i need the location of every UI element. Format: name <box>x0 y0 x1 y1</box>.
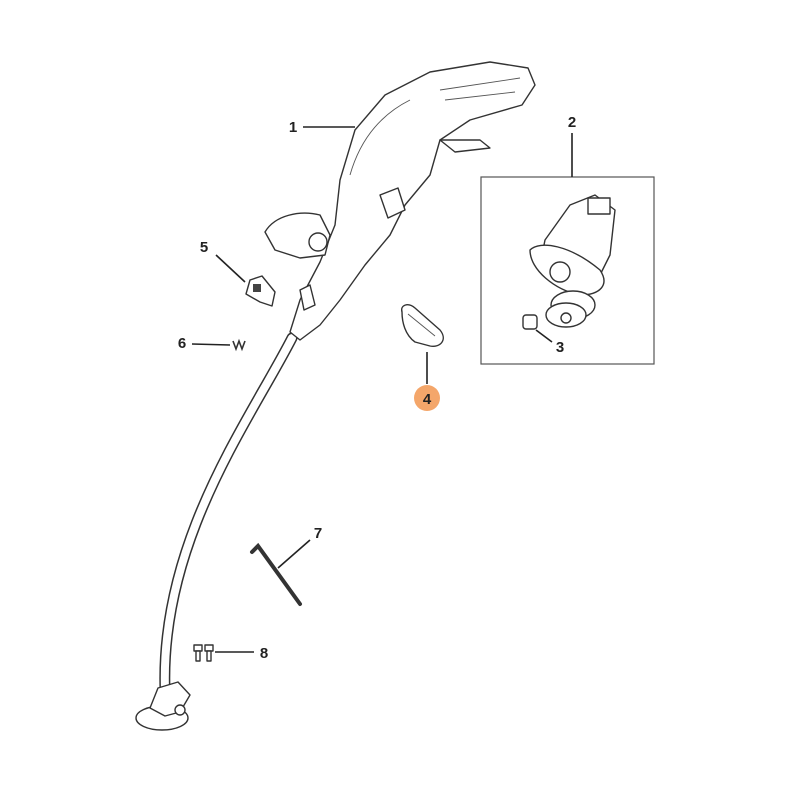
pinion-part-3[interactable] <box>522 314 538 330</box>
leader-line-7 <box>277 539 311 569</box>
callout-1[interactable]: 1 <box>289 119 297 136</box>
callout-2[interactable]: 2 <box>568 114 576 131</box>
callout-7[interactable]: 7 <box>314 525 322 542</box>
leader-line-5 <box>215 254 246 283</box>
callout-3[interactable]: 3 <box>556 339 564 356</box>
leader-line-3 <box>535 329 553 343</box>
callout-4[interactable]: 4 <box>423 391 432 408</box>
callout-6[interactable]: 6 <box>178 335 186 352</box>
guard-part-4[interactable] <box>401 304 444 347</box>
leader-line-6 <box>191 343 231 346</box>
motor-assembly-box <box>480 176 655 365</box>
shaft[interactable] <box>159 332 298 696</box>
motor-assembly-part-2[interactable] <box>529 194 616 328</box>
callout-4-highlight[interactable] <box>414 385 440 411</box>
screws-part-8[interactable] <box>193 644 214 662</box>
housing-part-1[interactable] <box>264 61 536 341</box>
callout-5[interactable]: 5 <box>200 239 208 256</box>
callout-8[interactable]: 8 <box>260 645 268 662</box>
switch-part-5[interactable] <box>245 275 276 307</box>
trimmer-head[interactable] <box>135 681 191 731</box>
spring-part-6[interactable] <box>232 338 246 352</box>
hex-key-part-7[interactable] <box>250 542 302 606</box>
